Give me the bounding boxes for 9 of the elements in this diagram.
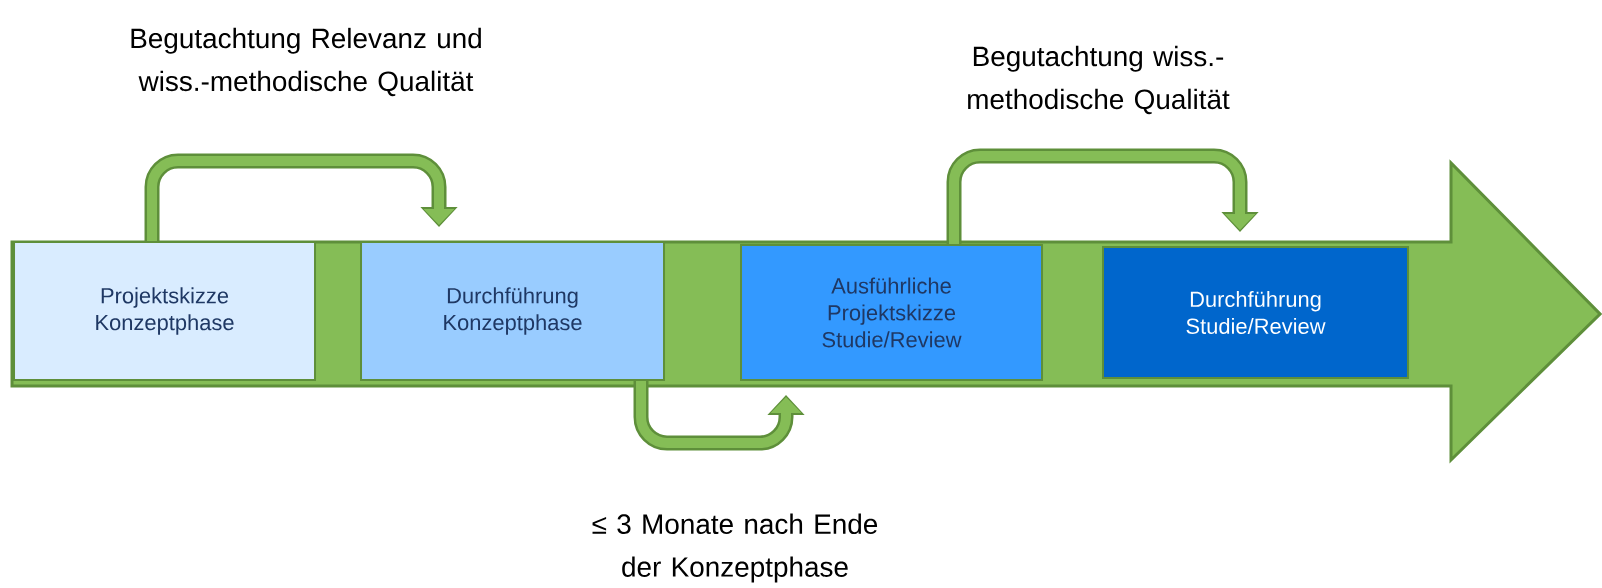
bent-arrow <box>946 148 1259 244</box>
phase-box: Durchführung Konzeptphase <box>360 241 665 381</box>
phase-box: Ausführliche Projektskizze Studie/Review <box>740 244 1043 381</box>
edge-label: Begutachtung Relevanz und wiss.-methodische Qualität <box>131 27 481 97</box>
phase-box: Durchführung Studie/Review <box>1102 246 1409 379</box>
bent-arrow <box>144 153 458 241</box>
edge-label: ≤ 3 Monate nach Ende der Konzeptphase <box>592 513 878 583</box>
phase-box: Projektskizze Konzeptphase <box>13 241 316 381</box>
edge-label: Begutachtung wiss.-methodische Qualität <box>968 45 1230 115</box>
